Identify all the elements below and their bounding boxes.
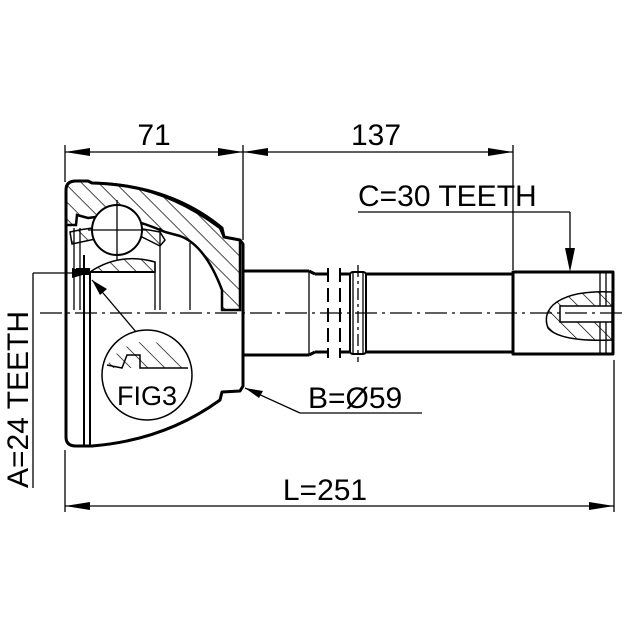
fig3-detail: FIG3 <box>91 279 193 421</box>
teeth-c-label: C=30 TEETH <box>358 180 537 213</box>
dimension-length: L=251 <box>64 360 615 512</box>
length-l-label: L=251 <box>283 474 367 507</box>
teeth-a-callout: A=24 TEETH <box>2 268 90 488</box>
fig3-label: FIG3 <box>117 381 177 411</box>
dimension-137: 137 <box>243 119 514 270</box>
housing-section-hatch <box>64 179 242 312</box>
dimension-71: 71 <box>64 119 244 240</box>
diameter-b-callout: B=Ø59 <box>244 382 422 415</box>
dim-71-label: 71 <box>137 119 170 152</box>
teeth-a-label: A=24 TEETH <box>2 311 35 488</box>
dim-137-label: 137 <box>351 119 401 152</box>
ball-cage <box>69 200 166 275</box>
teeth-c-callout: C=30 TEETH <box>358 180 575 272</box>
diameter-b-label: B=Ø59 <box>308 382 402 415</box>
